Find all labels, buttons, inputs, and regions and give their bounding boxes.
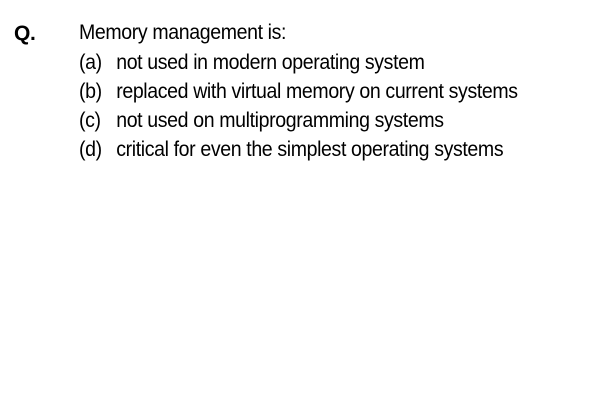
option-text: replaced with virtual memory on current … (116, 80, 518, 103)
option-text: not used on multiprogramming systems (116, 109, 444, 132)
answer-option-d: (d) critical for even the simplest operat… (79, 137, 518, 166)
question-label: Q. (14, 22, 36, 45)
question-text: Memory management is: (79, 21, 287, 44)
option-letter: (d) (79, 138, 102, 161)
option-letter: (c) (79, 109, 101, 132)
answer-option-b: (b) replaced with virtual memory on curre… (79, 79, 518, 108)
option-letter: (b) (79, 80, 102, 103)
answer-option-c: (c) not used on multiprogramming systems (79, 108, 518, 137)
option-text: critical for even the simplest operating… (116, 138, 504, 161)
answer-option-a: (a) not used in modern operating system (79, 50, 518, 79)
option-text: not used in modern operating system (116, 51, 425, 74)
option-letter: (a) (79, 51, 102, 74)
answer-options-list: (a) not used in modern operating system (… (79, 50, 518, 166)
